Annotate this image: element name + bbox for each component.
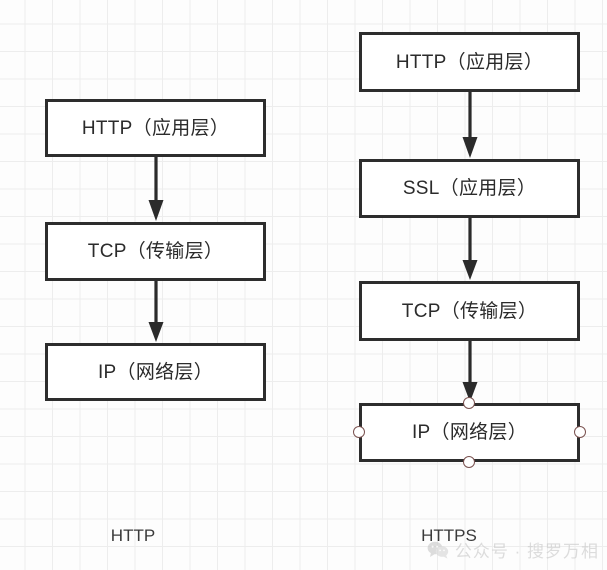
arrow-https-app-to-ssl <box>461 92 479 159</box>
node-label: TCP（传输层） <box>401 300 538 322</box>
node-label: TCP（传输层） <box>87 241 224 262</box>
node-https-ip[interactable]: IP（网络层） <box>359 403 580 462</box>
node-http-app[interactable]: HTTP（应用层） <box>45 99 266 157</box>
node-label: HTTP（应用层） <box>81 117 230 139</box>
caption-https: HTTPS <box>421 526 477 545</box>
node-https-ssl[interactable]: SSL（应用层） <box>359 159 580 218</box>
arrow-https-ssl-to-tcp <box>461 218 479 281</box>
node-label: IP（网络层） <box>411 422 528 443</box>
caption-http: HTTP <box>110 526 156 545</box>
node-https-app[interactable]: HTTP（应用层） <box>359 32 580 92</box>
arrow-https-tcp-to-ip <box>461 341 479 403</box>
resize-handle-right[interactable] <box>574 426 586 438</box>
resize-handle-left[interactable] <box>353 426 365 438</box>
arrow-http-app-to-tcp <box>147 157 165 222</box>
arrow-http-tcp-to-ip <box>147 281 165 343</box>
node-label: SSL（应用层） <box>402 178 537 199</box>
resize-handle-top[interactable] <box>463 397 475 409</box>
node-http-tcp[interactable]: TCP（传输层） <box>45 222 266 281</box>
node-http-ip[interactable]: IP（网络层） <box>45 343 266 401</box>
resize-handle-bottom[interactable] <box>463 456 475 468</box>
node-label: IP（网络层） <box>97 361 214 383</box>
node-https-tcp[interactable]: TCP（传输层） <box>359 281 580 341</box>
node-label: HTTP（应用层） <box>395 51 544 73</box>
